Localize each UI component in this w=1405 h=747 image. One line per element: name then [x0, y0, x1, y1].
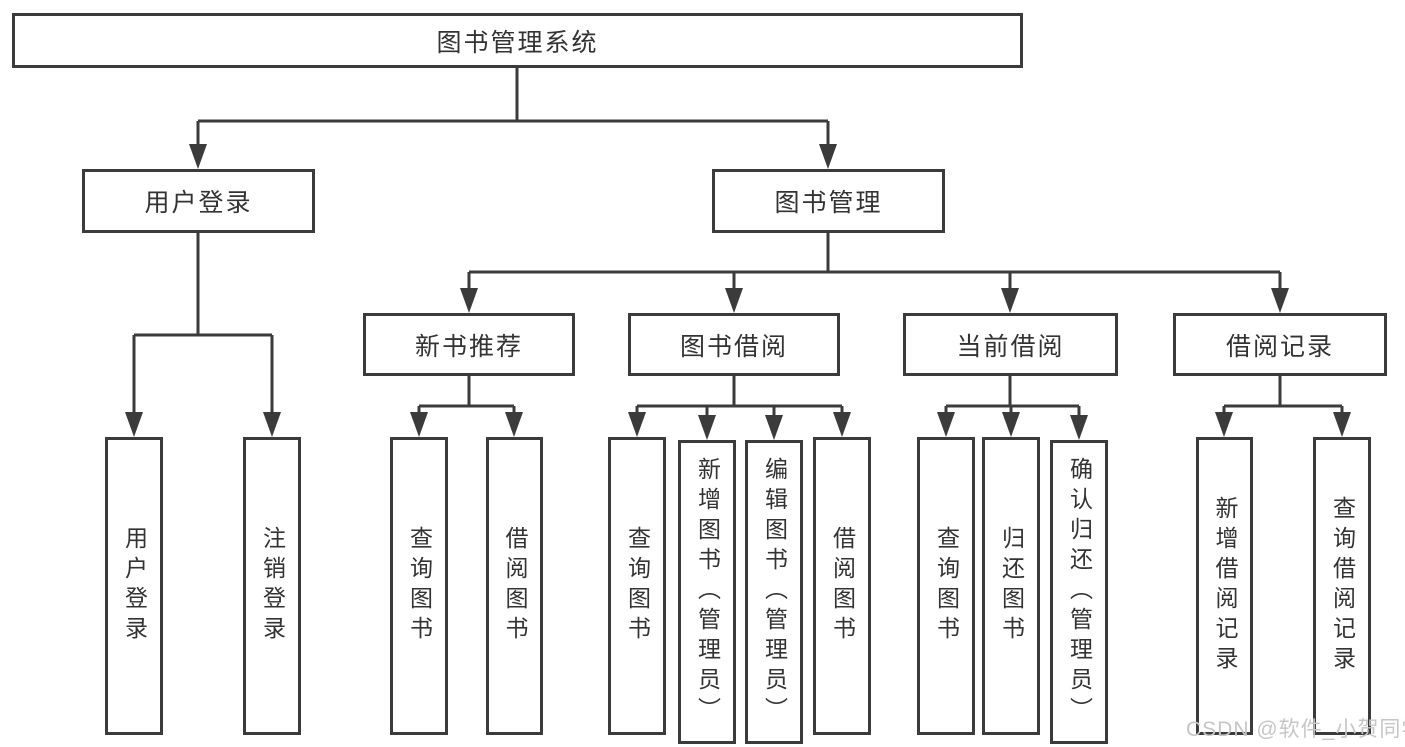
connector-book-borrow	[628, 376, 851, 440]
node-confirm-return-admin: 确认归还（管理员）	[1050, 440, 1108, 744]
node-label: 借阅图书	[829, 526, 856, 646]
watermark: CSDN @软件_小贺同学	[1186, 718, 1405, 741]
connector-current-borrow	[937, 376, 1088, 440]
node-add-books-admin: 新增图书（管理员）	[678, 440, 736, 744]
node-query-books-1: 查询图书	[390, 437, 448, 735]
node-label: 新增图书（管理员）	[694, 457, 721, 727]
node-label: 查询图书	[933, 526, 960, 646]
node-user-login: 用户登录	[82, 169, 315, 233]
node-borrow-records: 借阅记录	[1173, 313, 1387, 376]
node-root-title: 图书管理系统	[12, 13, 1023, 68]
connector-new-book-recommend	[410, 376, 523, 437]
node-logout: 注销登录	[243, 437, 301, 735]
connector-user-login	[125, 233, 281, 437]
node-label: 编辑图书（管理员）	[761, 457, 788, 727]
node-label: 注销登录	[259, 526, 286, 646]
node-new-book-recommend: 新书推荐	[363, 313, 575, 376]
node-return-books: 归还图书	[982, 437, 1040, 735]
node-current-borrow: 当前借阅	[903, 313, 1118, 376]
node-label: 查询图书	[406, 526, 433, 646]
node-edit-books-admin: 编辑图书（管理员）	[745, 440, 803, 744]
node-add-borrow-record: 新增借阅记录	[1196, 437, 1253, 735]
connector-book-management	[460, 233, 1289, 313]
node-borrow-books-2: 借阅图书	[813, 437, 871, 735]
node-book-borrow: 图书借阅	[628, 313, 840, 376]
node-query-borrow-record: 查询借阅记录	[1313, 437, 1371, 735]
node-label: 查询图书	[624, 526, 651, 646]
node-borrow-books-1: 借阅图书	[486, 437, 543, 735]
node-book-management: 图书管理	[712, 169, 945, 233]
node-query-books-3: 查询图书	[917, 437, 975, 735]
node-label: 确认归还（管理员）	[1066, 457, 1093, 727]
node-label: 借阅图书	[502, 526, 528, 646]
node-label: 新增借阅记录	[1212, 496, 1238, 676]
connector-borrow-records	[1215, 376, 1351, 437]
node-query-books-2: 查询图书	[608, 437, 666, 735]
node-label: 用户登录	[121, 526, 148, 646]
node-label: 查询借阅记录	[1329, 496, 1356, 676]
node-user-login-action: 用户登录	[105, 437, 163, 735]
connector-root	[189, 68, 837, 169]
node-label: 归还图书	[998, 526, 1025, 646]
